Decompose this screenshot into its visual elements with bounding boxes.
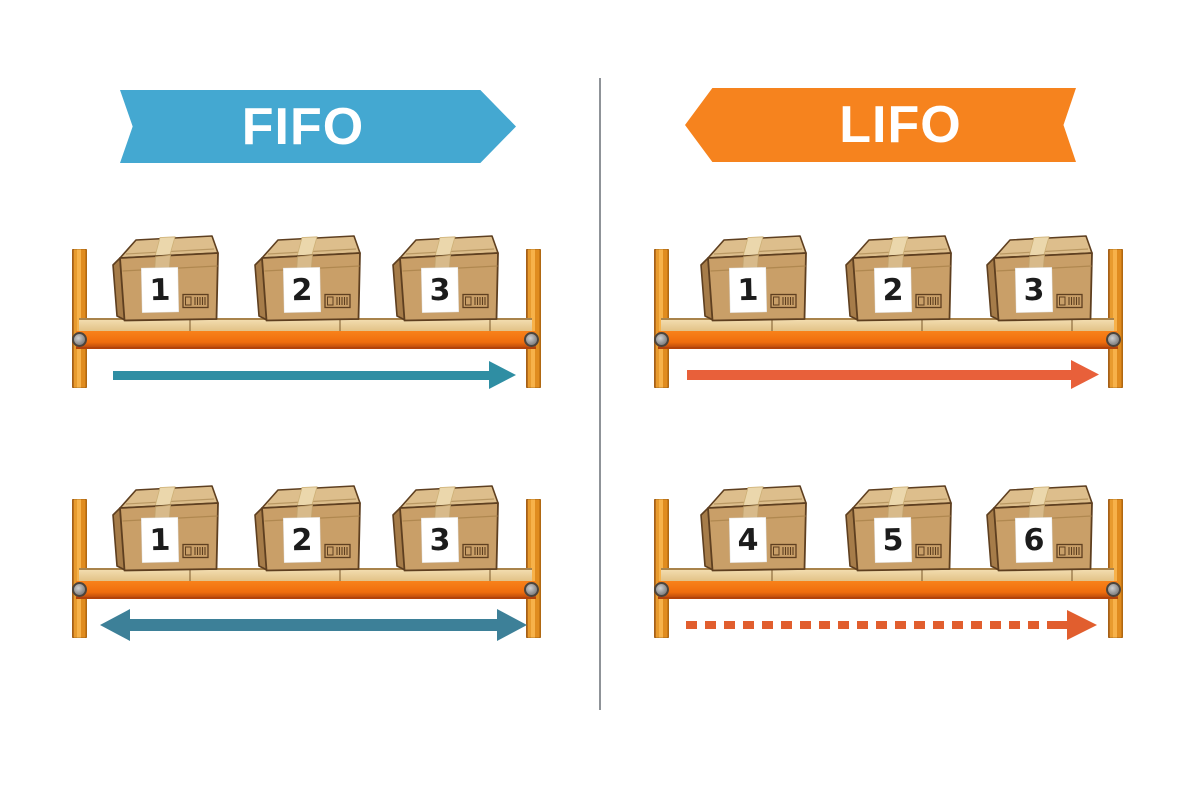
shelf-bolt-left [72, 332, 87, 347]
arrow-shaft [126, 619, 501, 631]
lifo-banner-label: LIFO [839, 96, 962, 154]
box-3: 3 [390, 482, 502, 572]
flow-arrow-right [113, 361, 516, 389]
flow-arrow-right [687, 360, 1099, 389]
panel-divider-line [599, 78, 601, 710]
shelf-beam [76, 331, 536, 349]
box-3: 3 [390, 232, 502, 322]
arrow-dashed-shaft [686, 621, 1055, 629]
box-1: 1 [110, 482, 222, 572]
arrow-head-icon [489, 361, 516, 389]
shelf-post-right [526, 499, 541, 638]
arrow-shaft [1054, 621, 1070, 629]
arrow-shaft [113, 370, 492, 380]
shelf-bolt-left [654, 332, 669, 347]
shelf-bolt-left [654, 582, 669, 597]
box-number-label: 5 [874, 517, 912, 563]
shelf-post-right [1108, 249, 1123, 388]
flow-arrow-both-directions [100, 609, 527, 641]
box-1: 1 [110, 232, 222, 322]
shelf-post-right [526, 249, 541, 388]
arrow-head-icon [1067, 610, 1097, 640]
shelf-bolt-right [524, 582, 539, 597]
shelf-post-right [1108, 499, 1123, 638]
shelf-beam [658, 581, 1118, 599]
arrow-shaft [687, 369, 1074, 380]
box-5: 5 [843, 482, 955, 572]
box-number-label: 4 [729, 517, 767, 563]
shelf-unit-fifo-top: 1 2 3 [72, 232, 542, 410]
box-number-label: 1 [729, 267, 767, 313]
box-number-label: 6 [1015, 517, 1053, 563]
shelf-unit-lifo-top: 1 2 3 [654, 232, 1124, 410]
shelf-unit-fifo-bottom: 1 2 3 [72, 482, 542, 660]
box-2: 2 [252, 482, 364, 572]
shelf-beam [76, 581, 536, 599]
shelf-bolt-right [524, 332, 539, 347]
box-6: 6 [984, 482, 1096, 572]
box-number-label: 3 [421, 517, 459, 563]
box-3: 3 [984, 232, 1096, 322]
box-number-label: 2 [283, 267, 321, 313]
fifo-banner-ribbon: FIFO [120, 90, 516, 163]
box-number-label: 1 [141, 517, 179, 563]
box-number-label: 2 [874, 267, 912, 313]
box-2: 2 [252, 232, 364, 322]
box-number-label: 3 [421, 267, 459, 313]
box-number-label: 2 [283, 517, 321, 563]
shelf-unit-lifo-bottom: 4 5 6 [654, 482, 1124, 660]
box-number-label: 1 [141, 267, 179, 313]
fifo-banner-label: FIFO [241, 97, 365, 156]
arrow-head-icon [497, 609, 527, 641]
box-1: 1 [698, 232, 810, 322]
box-number-label: 3 [1015, 267, 1053, 313]
box-4: 4 [698, 482, 810, 572]
shelf-beam [658, 331, 1118, 349]
flow-arrow-dashed-right [686, 610, 1097, 640]
shelf-bolt-left [72, 582, 87, 597]
shelf-bolt-right [1106, 332, 1121, 347]
shelf-bolt-right [1106, 582, 1121, 597]
box-2: 2 [843, 232, 955, 322]
lifo-banner-ribbon: LIFO [685, 88, 1076, 162]
arrow-head-icon [1071, 360, 1099, 389]
